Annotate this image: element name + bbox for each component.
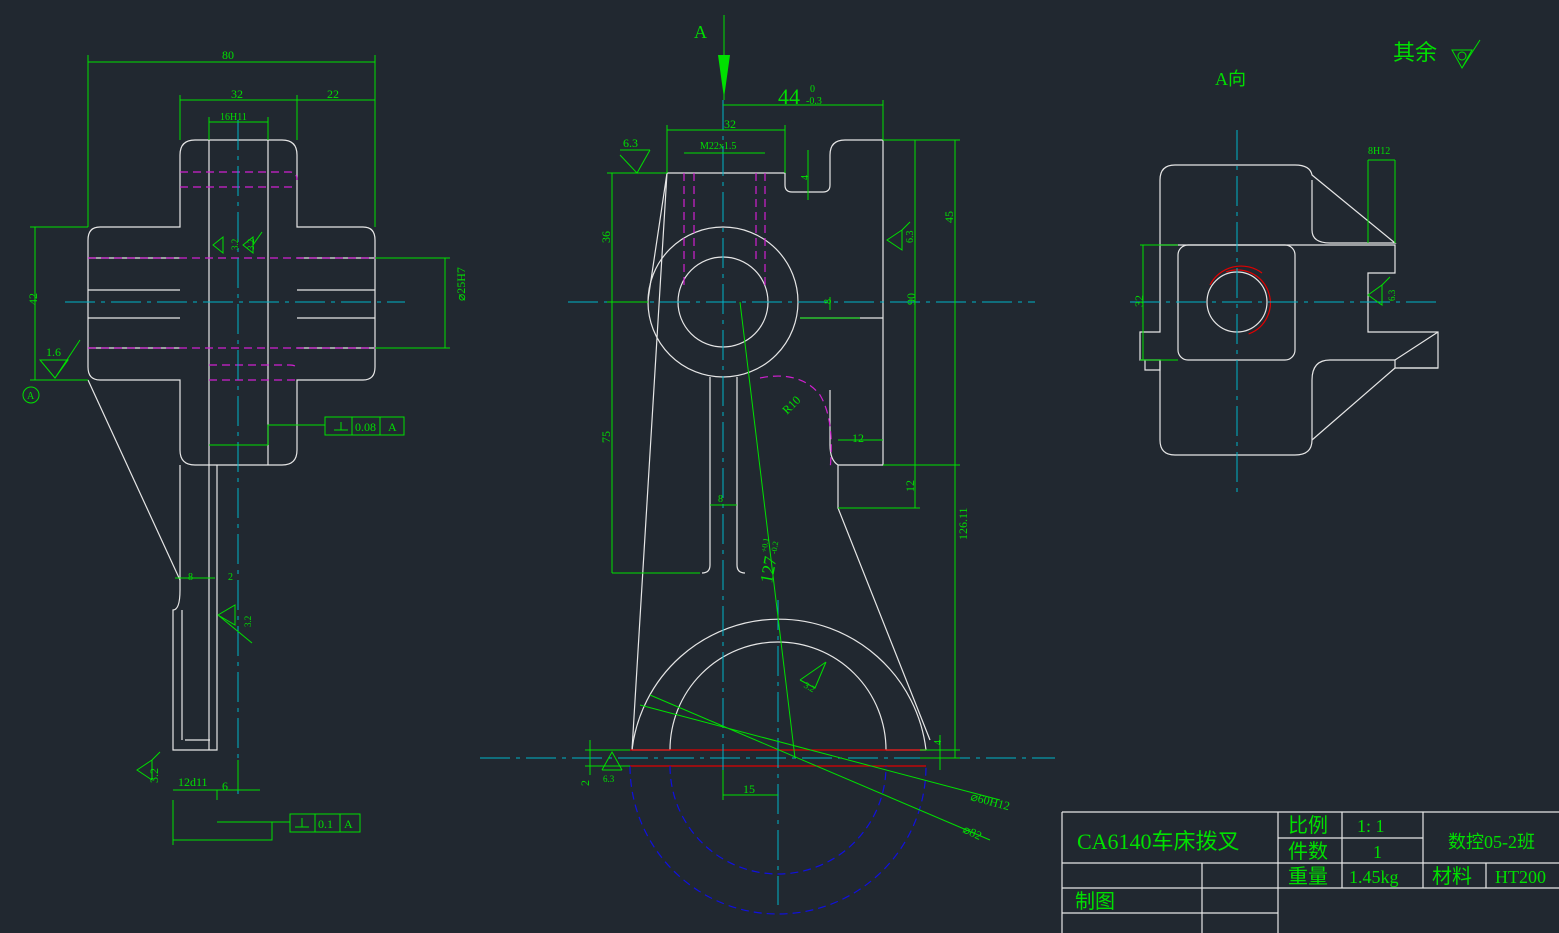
rough-3.2c: 3.2 bbox=[243, 616, 253, 627]
dim-80: 80 bbox=[222, 48, 234, 62]
dim-127-lower-tol: -0.2 bbox=[769, 541, 780, 555]
roughness-symbol-icon bbox=[1451, 39, 1481, 70]
dim-12b: 12 bbox=[903, 480, 917, 492]
weight-value: 1.45kg bbox=[1349, 867, 1399, 887]
dim-44: 44 bbox=[778, 84, 800, 109]
dim-thread: M22x1.5 bbox=[700, 141, 736, 152]
dim-2: 2 bbox=[578, 780, 592, 786]
dim-42: 42 bbox=[26, 293, 40, 305]
rough-6.3-bottom: 6.3 bbox=[603, 774, 615, 784]
perp-datum-2: A bbox=[344, 817, 353, 831]
side-view: 80 32 22 16H11 3.2 3.2 42 ⌀25H7 1.6 A 0.… bbox=[22, 48, 468, 845]
rough-6.3-top: 6.3 bbox=[623, 136, 638, 150]
dim-4b: 4 bbox=[933, 740, 944, 745]
dim-4: 4 bbox=[800, 175, 811, 180]
rough-3.2d: 3.2 bbox=[147, 768, 161, 783]
dim-6: 6 bbox=[222, 779, 228, 793]
rough-3.2b: 3.2 bbox=[246, 239, 256, 250]
dim-45: 45 bbox=[942, 211, 956, 223]
rough-6.3: 6.3 bbox=[1387, 289, 1397, 301]
weight-label: 重量 bbox=[1288, 865, 1328, 888]
dim-12d11: 12d11 bbox=[178, 775, 208, 789]
dim-8: 8 bbox=[823, 299, 834, 304]
perp-datum: A bbox=[388, 420, 397, 434]
dim-16h11: 16H11 bbox=[220, 112, 247, 123]
qty-value: 1 bbox=[1373, 842, 1382, 862]
front-view: 44 0 -0.3 A 32 M22x1.5 6.3 4 36 45 90 8 … bbox=[480, 15, 1055, 915]
dim-127-upper-tol: +0.1 bbox=[759, 537, 770, 553]
dim-8h12: 8H12 bbox=[1368, 146, 1390, 157]
qty-label: 件数 bbox=[1288, 840, 1328, 863]
dim-127: 127 bbox=[756, 555, 780, 585]
dim-dia60: ⌀60H12 bbox=[969, 789, 1011, 813]
dim-22: 22 bbox=[327, 87, 339, 101]
dim-8b: 8 bbox=[718, 494, 723, 505]
dim-32: 32 bbox=[1132, 295, 1146, 307]
section-arrow-label: A bbox=[694, 22, 707, 42]
dim-44-lower-tol: -0.3 bbox=[806, 96, 822, 107]
dim-90: 90 bbox=[904, 293, 918, 305]
aux-view-a: A向 其余 8H12 32 6.3 bbox=[1130, 39, 1481, 495]
rough-3.2a: 3.2 bbox=[230, 239, 240, 250]
dim-15: 15 bbox=[743, 782, 755, 796]
datum-a: A bbox=[27, 391, 35, 402]
drawn-by-label: 制图 bbox=[1075, 890, 1115, 913]
material-label: 材料 bbox=[1432, 865, 1472, 888]
dim-32: 32 bbox=[724, 117, 736, 131]
title-block: CA6140车床拨叉 比例 1: 1 件数 1 数控05-2班 重量 1.45k… bbox=[1061, 811, 1559, 933]
class-name: 数控05-2班 bbox=[1448, 832, 1535, 852]
dim-32: 32 bbox=[231, 87, 243, 101]
perp-tol-0.08: 0.08 bbox=[355, 420, 376, 434]
dim-126: 126.11 bbox=[956, 507, 970, 540]
scale-value: 1: 1 bbox=[1357, 816, 1385, 836]
rough-3.2: 3.2 bbox=[802, 680, 817, 694]
dim-dia82: ⌀82 bbox=[961, 822, 984, 843]
dim-8: 8 bbox=[188, 572, 193, 583]
dim-r10: R10 bbox=[779, 393, 803, 417]
dim-12a: 12 bbox=[852, 431, 864, 445]
scale-label: 比例 bbox=[1288, 814, 1328, 837]
perp-tol-0.1: 0.1 bbox=[318, 817, 333, 831]
rough-6.3-right: 6.3 bbox=[905, 231, 916, 244]
dim-2: 2 bbox=[228, 572, 233, 583]
view-a-label: A向 bbox=[1215, 69, 1246, 89]
dim-75: 75 bbox=[599, 431, 613, 443]
material-value: HT200 bbox=[1495, 867, 1546, 887]
dim-36: 36 bbox=[599, 231, 613, 243]
dim-dia25: ⌀25H7 bbox=[454, 267, 468, 301]
part-name: CA6140车床拨叉 bbox=[1077, 829, 1240, 854]
dim-44-upper-tol: 0 bbox=[810, 84, 815, 95]
surface-note: 其余 bbox=[1393, 40, 1437, 65]
rough-1.6: 1.6 bbox=[46, 345, 61, 359]
